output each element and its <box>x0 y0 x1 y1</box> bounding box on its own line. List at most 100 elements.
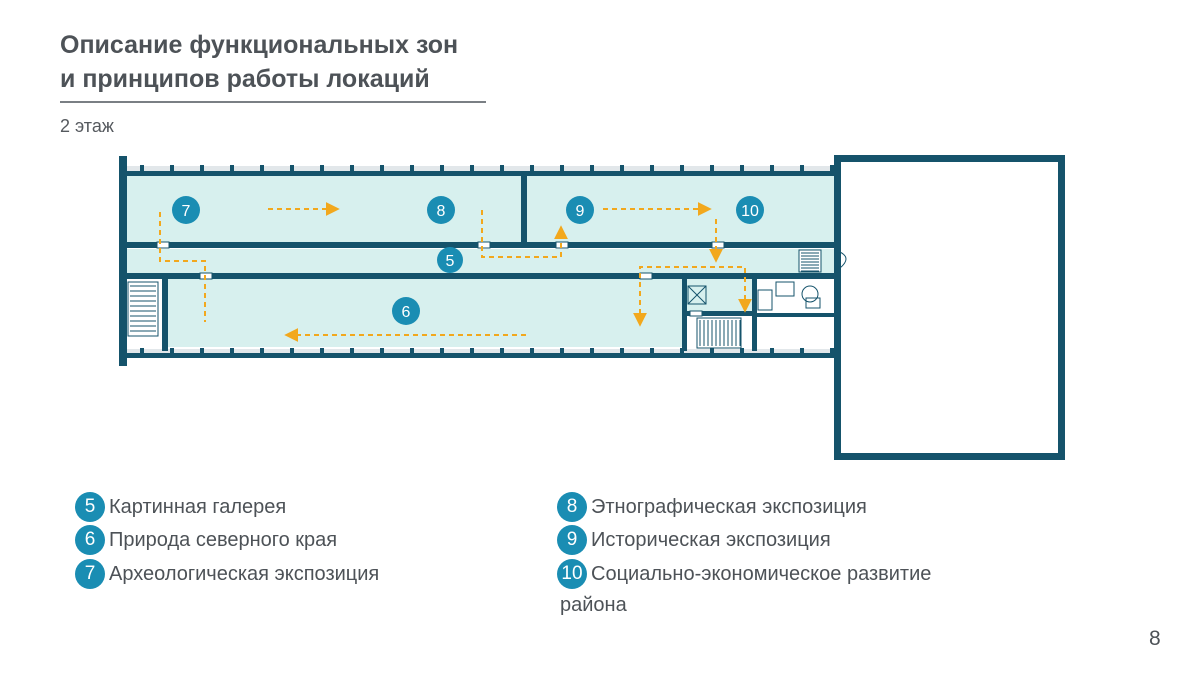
entry-door-swing <box>839 251 847 269</box>
window-mullion <box>380 165 384 172</box>
staircase-right <box>696 317 742 349</box>
zone-6-extension <box>683 279 753 313</box>
window-mullion <box>710 165 714 172</box>
legend-badge-9: 9 <box>557 525 587 555</box>
window-mullions-bottom <box>140 348 834 355</box>
window-mullion <box>650 348 654 355</box>
zone-badge-8-label: 8 <box>437 203 446 220</box>
legend-badge-5: 5 <box>75 492 105 522</box>
stair-left-steps <box>130 285 156 332</box>
window-mullion <box>440 165 444 172</box>
staircase-left <box>127 281 159 337</box>
stair-top-steps <box>801 252 819 272</box>
stair-box-top <box>682 311 754 316</box>
window-mullion <box>830 165 834 172</box>
window-mullion <box>200 348 204 355</box>
window-mullion <box>680 348 684 355</box>
window-mullion <box>800 165 804 172</box>
window-mullion <box>650 165 654 172</box>
door-7 <box>156 241 170 249</box>
legend-label-9: Историческая экспозиция <box>591 528 831 551</box>
window-mullion <box>380 348 384 355</box>
slide-title-line-1: Описание функциональных зон <box>60 31 459 59</box>
right-hall-outline-top <box>834 155 1065 162</box>
zone-badge-7-label: 7 <box>182 203 191 220</box>
zone-badge-7: 7 <box>172 196 200 224</box>
window-mullion <box>770 348 774 355</box>
zone-5-corridor <box>127 249 839 273</box>
window-mullion <box>410 348 414 355</box>
window-mullion <box>260 165 264 172</box>
wc-room-c <box>805 297 821 309</box>
zone-6-hall <box>168 279 683 347</box>
title-underline <box>60 101 486 103</box>
legend-badge-7: 7 <box>75 559 105 589</box>
elevator-shaft <box>687 285 707 305</box>
zone-badge-9-label: 9 <box>576 203 585 220</box>
staircase-top <box>798 249 822 273</box>
legend-label-10-continued: района <box>560 594 627 616</box>
legend-label-5: Картинная галерея <box>109 495 287 518</box>
window-mullion <box>320 165 324 172</box>
windows <box>127 165 834 355</box>
elevator-cross-b <box>687 285 707 305</box>
slide-title-line-2: и принципов работы локаций <box>60 65 430 93</box>
window-mullion <box>530 165 534 172</box>
legend-label-10: Социально-экономическое развитие <box>591 562 932 585</box>
window-mullion <box>440 348 444 355</box>
door-8 <box>477 241 491 249</box>
window-strip-top <box>127 166 834 171</box>
window-mullion <box>710 348 714 355</box>
window-mullion <box>560 165 564 172</box>
door-6b <box>639 272 653 280</box>
window-mullion <box>230 165 234 172</box>
window-mullions-top <box>140 165 834 172</box>
legend-badge-10: 10 <box>557 559 587 589</box>
window-mullion <box>770 165 774 172</box>
window-mullion <box>140 348 144 355</box>
right-hall-outline-bottom <box>834 453 1065 460</box>
outer-wall-top <box>122 171 838 176</box>
window-mullion <box>170 348 174 355</box>
window-mullion <box>470 348 474 355</box>
stair-wall-left <box>162 279 168 351</box>
window-mullion <box>590 348 594 355</box>
legend-item-9: 9 Историческая экспозиция <box>557 525 831 555</box>
window-mullion <box>350 165 354 172</box>
outer-wall-left <box>119 156 127 366</box>
window-mullion <box>500 348 504 355</box>
wc-room-a <box>757 289 773 311</box>
window-mullion <box>290 165 294 172</box>
window-strip-bottom <box>127 349 834 354</box>
window-mullion <box>140 165 144 172</box>
window-mullion <box>740 348 744 355</box>
wc-room-b <box>775 281 795 297</box>
zone-badge-9: 9 <box>566 196 594 224</box>
door-10 <box>711 241 725 249</box>
window-mullion <box>830 348 834 355</box>
stair-left-box <box>127 281 159 337</box>
window-mullion <box>170 165 174 172</box>
window-mullion <box>800 348 804 355</box>
page-number: 8 <box>1149 627 1161 650</box>
legend-badge-8: 8 <box>557 492 587 522</box>
window-mullion <box>560 348 564 355</box>
zone-badges: 7 8 9 10 5 6 <box>172 196 764 325</box>
window-mullion <box>620 165 624 172</box>
partition-7-8-vs-9-10 <box>521 175 527 244</box>
legend-item-6: 6 Природа северного края <box>75 525 337 555</box>
route-arrows <box>159 202 752 342</box>
stair-right-steps <box>699 320 741 346</box>
window-mullion <box>290 348 294 355</box>
corridor-wall-lower <box>127 273 839 279</box>
window-mullion <box>590 165 594 172</box>
legend-label-7: Археологическая экспозиция <box>109 562 380 585</box>
right-hall-outline-left <box>834 155 841 460</box>
zone-badge-5-label: 5 <box>446 253 455 270</box>
wc-wall-bottom <box>757 313 837 317</box>
legend-item-5: 5 Картинная галерея <box>75 492 286 522</box>
legend-item-10: 10 Социально-экономическое развитие <box>557 559 931 589</box>
fixtures <box>687 251 847 311</box>
window-mullion <box>620 348 624 355</box>
